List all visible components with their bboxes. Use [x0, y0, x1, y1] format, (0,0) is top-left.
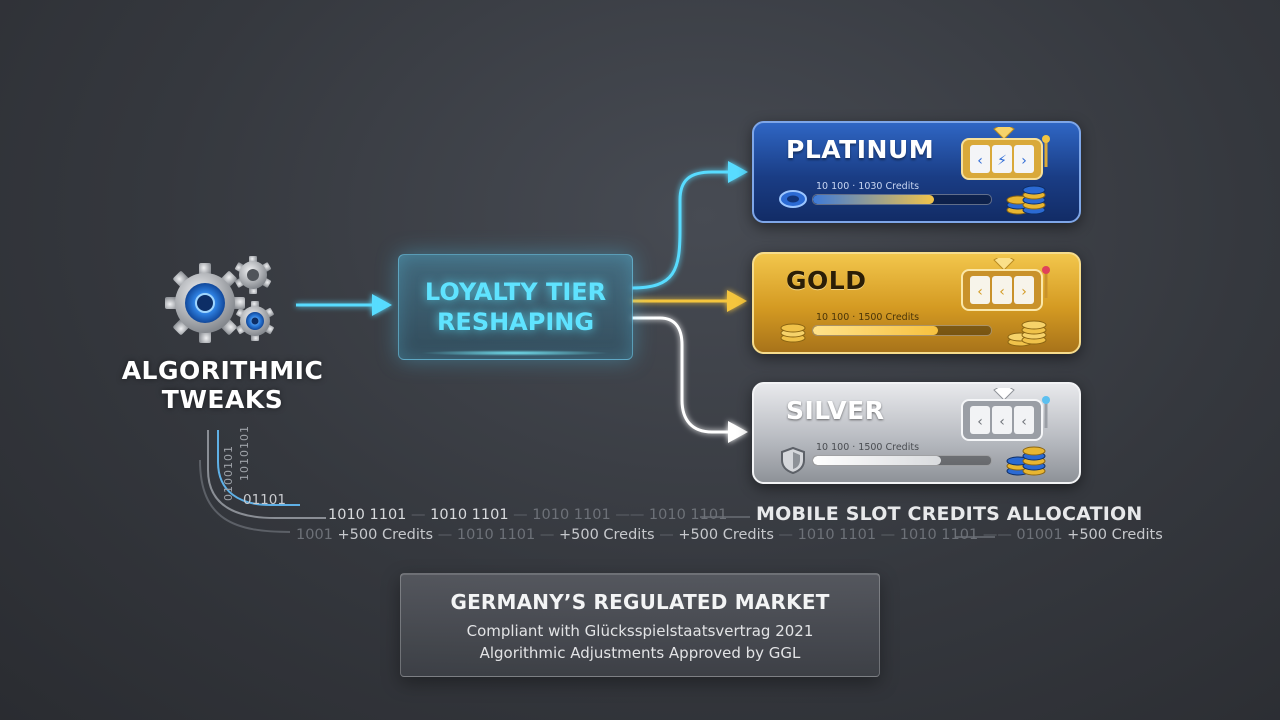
tier-progress-bar — [812, 194, 992, 205]
coin-stack-icon — [1007, 320, 1047, 347]
tier-progress-bar — [812, 455, 992, 466]
binary-chunk: 1010 1101 — [899, 527, 979, 543]
tier-credits-text: 10 100 · 1500 Credits — [816, 442, 920, 453]
tier-card-silver: SILVER ‹ ‹ ‹ 10 100 · 1500 Credits — [752, 382, 1081, 484]
process-glow — [420, 350, 610, 356]
tier-progress-bar — [812, 325, 992, 336]
source-title: ALGORITHMIC TWEAKS — [110, 356, 335, 414]
tier-progress-fill — [813, 195, 935, 204]
arrow-source-to-process — [296, 294, 392, 316]
tier-credits-text: 10 100 · 1030 Credits — [816, 181, 920, 192]
slot-credits-allocation-label: MOBILE SLOT CREDITS ALLOCATION — [756, 503, 1143, 525]
source-title-line1: ALGORITHMIC — [121, 356, 324, 385]
svg-text:‹: ‹ — [977, 414, 983, 430]
binary-vertical-2: 0100101 — [222, 445, 235, 501]
binary-chunk: 1010 1101 — [648, 507, 728, 523]
svg-text:›: › — [1021, 284, 1027, 300]
loyalty-tier-reshaping-box: LOYALTY TIER RESHAPING — [398, 254, 633, 360]
source-title-line2: TWEAKS — [161, 385, 284, 414]
coin-stack-icon — [780, 323, 806, 343]
binary-rails — [199, 430, 995, 538]
binary-chunk: 1010 1101 — [328, 507, 407, 523]
binary-chunk: 1010 1101 — [797, 527, 877, 543]
poker-chip-icon — [779, 190, 807, 208]
slot-machine-icon: ‹ ⚡ › — [961, 127, 1050, 180]
binary-chunk: 1010 1101 — [532, 507, 611, 523]
svg-text:‹: ‹ — [999, 414, 1005, 430]
svg-text:‹: ‹ — [977, 284, 983, 300]
svg-text:⚡: ⚡ — [997, 153, 1007, 169]
binary-corner: 01101 — [243, 492, 286, 508]
tier-progress-fill — [813, 326, 938, 335]
tier-progress-fill — [813, 456, 942, 465]
slot-machine-icon: ‹ ‹ › — [961, 258, 1050, 311]
binary-chunk: 1010 1101 — [456, 527, 536, 543]
gears-icon — [165, 256, 274, 343]
tier-name: PLATINUM — [786, 135, 935, 164]
credits-chunk: +500 Credits — [558, 527, 655, 543]
tier-card-platinum: PLATINUM ‹ ⚡ › 10 100 · 1030 Credits — [752, 121, 1081, 223]
arrow-to-platinum — [631, 161, 748, 290]
market-approval-line: Algorithmic Adjustments Approved by GGL — [479, 644, 801, 662]
binary-chunk: 01001 — [1016, 527, 1063, 543]
binary-chunk: 1001 — [296, 527, 333, 543]
slot-machine-icon: ‹ ‹ ‹ — [961, 388, 1050, 441]
shield-icon — [781, 446, 805, 474]
tier-name: SILVER — [786, 396, 885, 425]
market-title: GERMANY’S REGULATED MARKET — [450, 590, 830, 614]
chip-stack-icon — [1006, 446, 1046, 476]
binary-row-1: 1010 1101 — 1010 1101 — 1010 1101 —— 101… — [328, 507, 728, 523]
credits-chunk: +500 Credits — [678, 527, 774, 543]
credits-chunk: +500 Credits — [1067, 527, 1163, 543]
market-compliance-line: Compliant with Glücksspielstaatsvertrag … — [466, 622, 814, 640]
tier-name: GOLD — [786, 266, 867, 295]
svg-text:‹: ‹ — [977, 153, 983, 169]
tier-credits-text: 10 100 · 1500 Credits — [816, 312, 920, 323]
arrow-to-gold — [632, 290, 747, 312]
arrow-to-silver — [632, 316, 748, 443]
process-line1: LOYALTY TIER — [424, 278, 607, 306]
credits-chunk: +500 Credits — [337, 527, 434, 543]
binary-vertical-1: 1010101 — [238, 425, 251, 481]
binary-chunk: 1010 1101 — [430, 507, 509, 523]
svg-text:›: › — [1021, 153, 1027, 169]
svg-text:‹: ‹ — [999, 284, 1005, 300]
svg-text:‹: ‹ — [1021, 414, 1027, 430]
tier-card-gold: GOLD ‹ ‹ › 10 100 · 1500 Credits — [752, 252, 1081, 354]
process-line2: RESHAPING — [436, 308, 595, 336]
regulated-market-box: GERMANY’S REGULATED MARKET Compliant wit… — [400, 573, 880, 677]
binary-row-2: 1001 +500 Credits — 1010 1101 — +500 Cre… — [296, 527, 1163, 543]
chip-stack-icon — [1006, 185, 1046, 215]
